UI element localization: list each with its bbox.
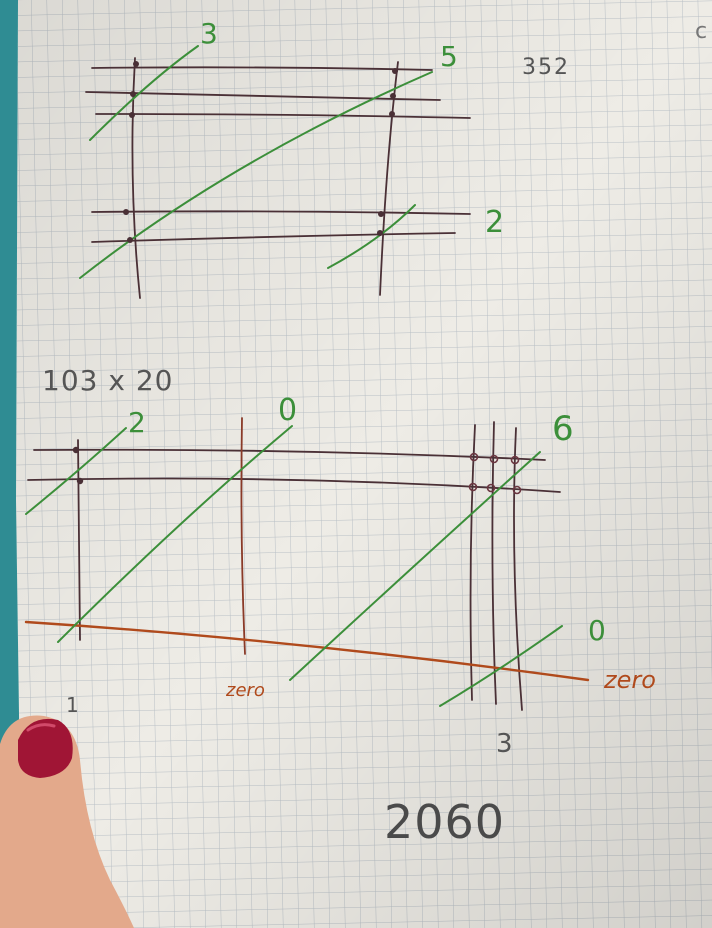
sketch1-result: 352 — [522, 55, 570, 80]
sketch1-label-5: 5 — [440, 40, 458, 73]
sketch2-label-6: 6 — [552, 409, 574, 449]
sketch2-label-0-right: 0 — [588, 614, 606, 647]
sketch2-label-0-top: 0 — [278, 393, 297, 428]
sketch1-label-3: 3 — [200, 17, 218, 50]
zero-label-left: zero — [225, 680, 265, 701]
sketch-1 — [79, 45, 471, 299]
digit-3: 3 — [496, 729, 513, 759]
paper-shading — [16, 0, 712, 928]
finger — [0, 715, 134, 928]
sketch2-label-2: 2 — [128, 406, 146, 439]
sketch-2 — [24, 417, 590, 711]
zero-label-right: zero — [603, 666, 656, 694]
digit-1: 1 — [66, 693, 79, 717]
corner-letter: c — [695, 19, 707, 44]
problem-text: 103 x 20 — [42, 364, 173, 397]
sketch1-label-2: 2 — [485, 205, 504, 240]
final-result: 2060 — [384, 795, 505, 849]
